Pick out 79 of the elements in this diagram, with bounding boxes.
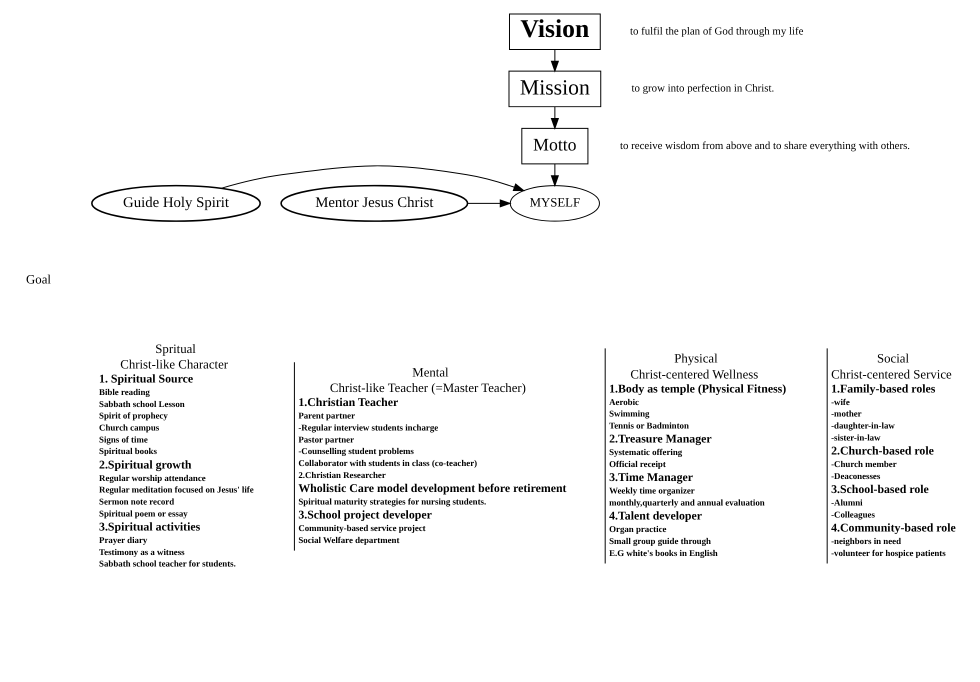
label: Collaborator with students in class (co-teacher) (298, 458, 478, 468)
label: Christ-like Character (120, 357, 228, 372)
label: Church campus (99, 422, 160, 432)
node-ellipse: MYSELF (510, 184, 600, 222)
label: 2.Spiritual growth (99, 456, 192, 471)
node-ellipse: Guide Holy Spirit (91, 184, 261, 222)
label: 2.Church-based role (831, 443, 934, 458)
label: -wife (831, 396, 850, 406)
label: -Church member (831, 458, 897, 468)
label: Tennis or Badminton (609, 420, 689, 430)
node-box: Motto (521, 127, 588, 164)
label: Signs of time (99, 434, 148, 444)
label: Pastor partner (298, 434, 354, 444)
label: Swimming (609, 408, 650, 418)
label: -sister-in-law (831, 432, 880, 442)
label: Organ practice (609, 524, 666, 534)
label: -neighbors in need (831, 535, 902, 546)
label: 3.School project developer (298, 507, 432, 522)
label: 2.Christian Researcher (298, 469, 386, 480)
label: -volunteer for hospice patients (831, 547, 946, 558)
node-ellipse: Mentor Jesus Christ (280, 184, 468, 222)
label: E.G white's books in English (609, 547, 718, 558)
node-label: to receive wisdom from above and to share everything with others. (620, 139, 910, 152)
label: Goal (26, 272, 51, 286)
label: -daughter-in-law (831, 420, 895, 430)
label: 3.Spiritual activities (99, 519, 200, 534)
label: Sabbath school Lesson (99, 398, 185, 408)
label: monthly,quarterly and annual evaluation (609, 496, 765, 507)
label: 3.Time Manager (609, 470, 694, 484)
node-label: to fulfil the plan of God through my life (630, 24, 804, 37)
label: -Alumni (831, 496, 863, 507)
label: Bible reading (99, 386, 150, 396)
label: -Deaconesses (831, 470, 880, 480)
arrow (550, 106, 560, 130)
label: Parent partner (298, 410, 356, 420)
label: Social Welfare department (298, 534, 400, 544)
label: 3.School-based role (831, 482, 929, 496)
arrow (220, 164, 526, 191)
label: Small group guide through (609, 535, 711, 546)
label: Regular worship attendance (99, 472, 206, 482)
label: Spritual (155, 341, 196, 356)
label: Spiritual maturity strategies for nursing students. (298, 496, 486, 506)
label: Spiritual books (99, 446, 157, 456)
label: 2.Treasure Manager (609, 431, 712, 446)
label: Prayer diary (99, 534, 148, 544)
label: Systematic offering (609, 446, 682, 457)
label: Community-based service project (298, 522, 426, 533)
label: Sabbath school teacher for students. (99, 558, 236, 568)
node-box: Vision (509, 12, 601, 50)
label: 1. Spiritual Source (99, 371, 194, 386)
label: Regular meditation focused on Jesus' life (99, 484, 254, 494)
label: 1.Family-based roles (831, 380, 936, 395)
label: 4.Talent developer (609, 508, 702, 522)
arrow (466, 198, 512, 208)
label: -Counselling student problems (298, 446, 414, 456)
node-label: to grow into perfection in Christ. (631, 82, 774, 94)
label: Official receipt (609, 458, 666, 468)
label: 4.Community-based role (831, 520, 956, 534)
arrow (550, 48, 560, 72)
label: Mental (412, 364, 449, 379)
label: Social (876, 351, 910, 366)
label: Christ-like Teacher (=Master Teacher) (330, 380, 526, 395)
label: Christ-centered Wellness (630, 366, 758, 381)
label: -mother (831, 408, 862, 418)
label: Physical (674, 351, 718, 366)
label: Sermon note record (99, 496, 174, 506)
label: 1.Christian Teacher (298, 394, 398, 409)
label: -Regular interview students incharge (298, 422, 438, 432)
label: Christ-centered Service (831, 366, 952, 381)
label: Weekly time organizer (609, 485, 695, 496)
label: 1.Body as temple (Physical Fitness) (609, 380, 786, 395)
arrow (550, 163, 560, 187)
label: Spirit of prophecy (99, 410, 168, 420)
label: Spiritual poem or essay (99, 508, 188, 518)
node-box: Mission (508, 70, 602, 107)
label: Testimony as a witness (99, 546, 185, 556)
label: Aerobic (609, 396, 639, 406)
label: -Colleagues (831, 508, 875, 519)
label: Wholistic Care model development before retirement (298, 480, 567, 495)
